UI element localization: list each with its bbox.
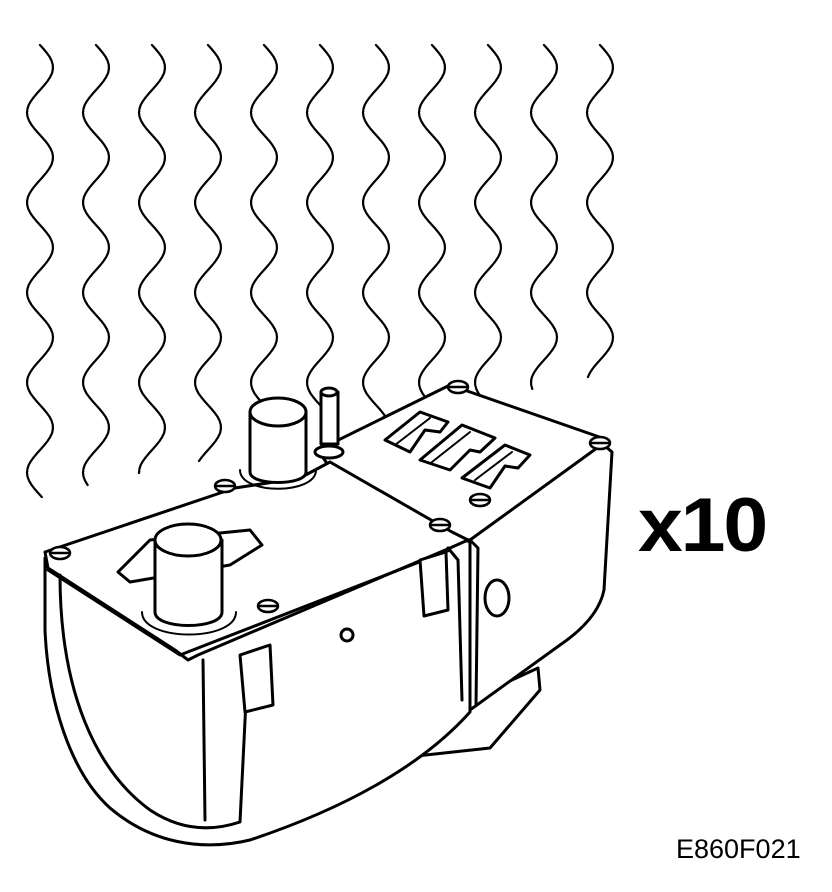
heat-wave-line (25, 43, 55, 499)
heat-wave-line (473, 43, 503, 403)
heat-wave-line (361, 43, 391, 427)
heat-wave-line (137, 43, 167, 475)
heat-wave-line (529, 43, 559, 391)
heat-wave-line (305, 43, 335, 439)
figure-code: E860F021 (676, 834, 801, 864)
heat-wave-line (193, 43, 223, 463)
heat-wave-line (585, 43, 615, 379)
multiplier-label: x10 (638, 483, 768, 568)
heat-waves-icon (25, 43, 615, 499)
heat-wave-line (81, 43, 111, 487)
heat-wave-line (249, 43, 279, 451)
heater-unit-icon (43, 379, 614, 847)
heat-wave-line (417, 43, 447, 415)
